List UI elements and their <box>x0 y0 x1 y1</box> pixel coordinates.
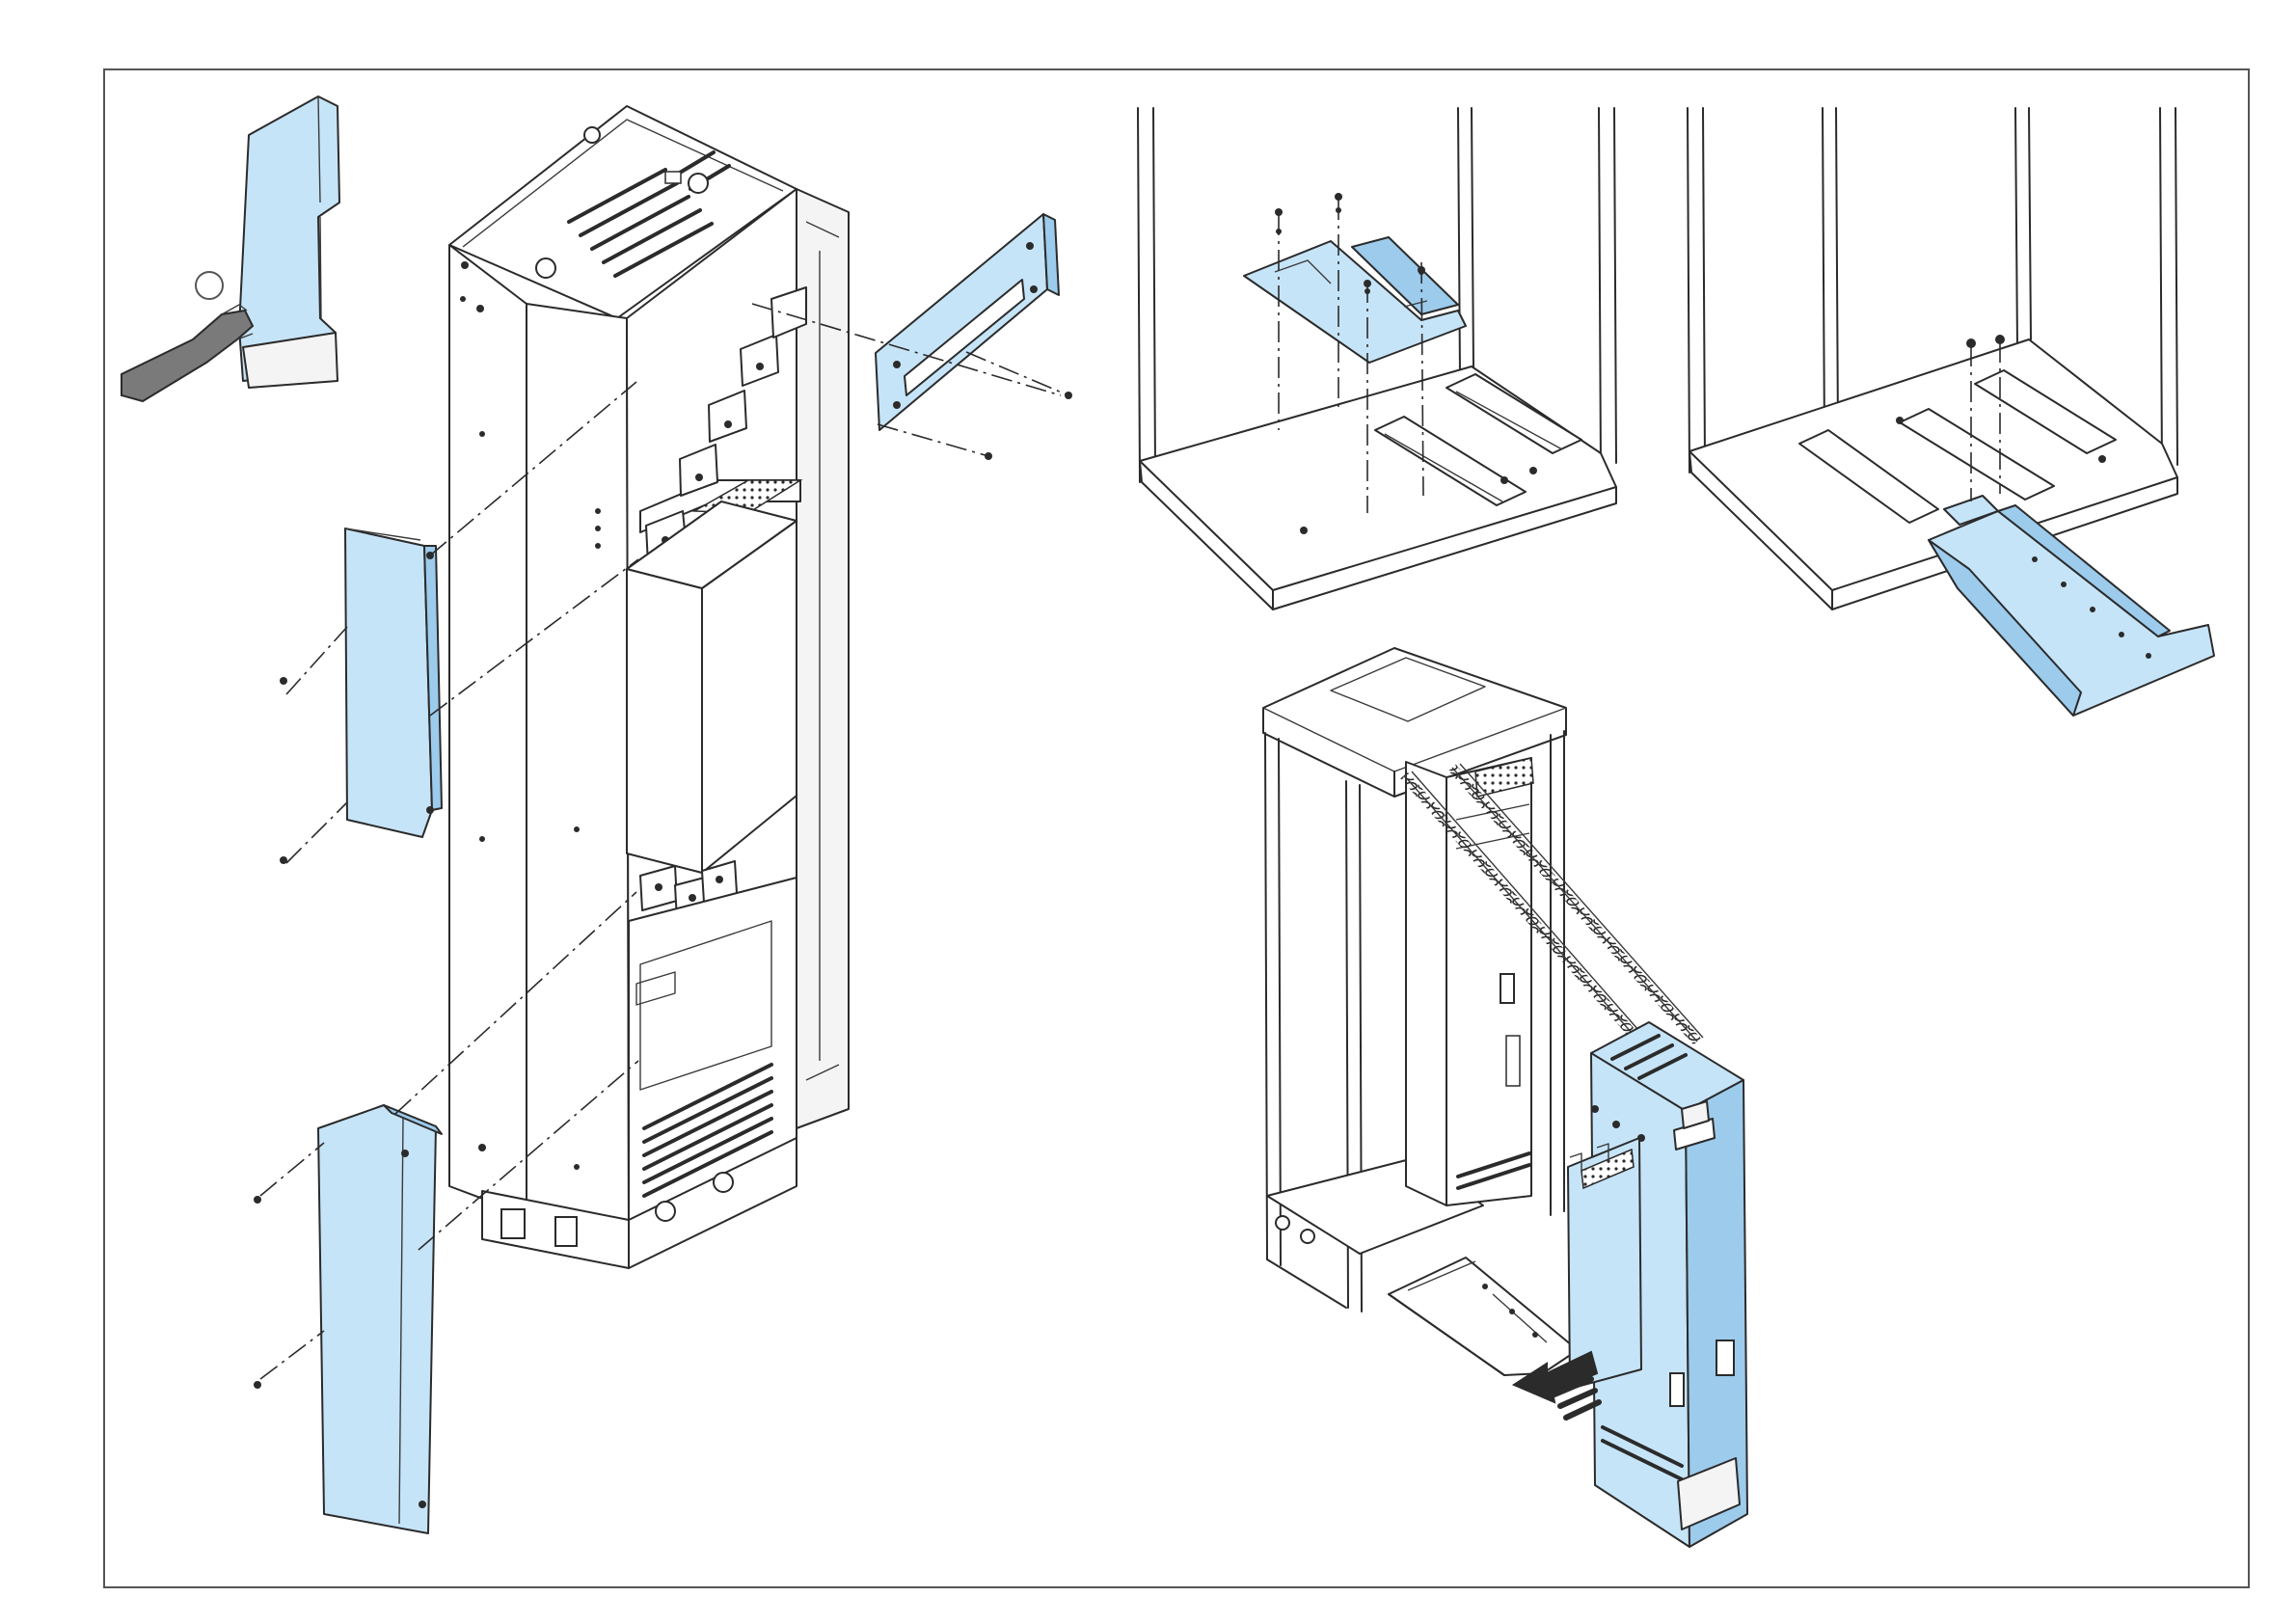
cabinet-frame-ramp <box>1688 108 2177 609</box>
insertion-rail <box>1389 1258 1578 1375</box>
drive-module-main <box>449 106 849 1268</box>
hand-removal-inset <box>122 96 339 401</box>
drive-being-inserted <box>1568 1022 1747 1547</box>
mounting-rail-plate <box>1244 207 1466 363</box>
drive-left-face <box>449 245 527 1215</box>
middle-cover-box <box>627 569 702 873</box>
hand-icon <box>122 305 253 401</box>
drive-front-face <box>527 304 629 1230</box>
top-bracket-plate <box>876 214 1059 430</box>
upper-side-cover <box>345 528 442 837</box>
screw-icon <box>280 677 287 685</box>
lower-side-cover <box>318 1105 442 1533</box>
release-point-marker <box>196 272 223 299</box>
